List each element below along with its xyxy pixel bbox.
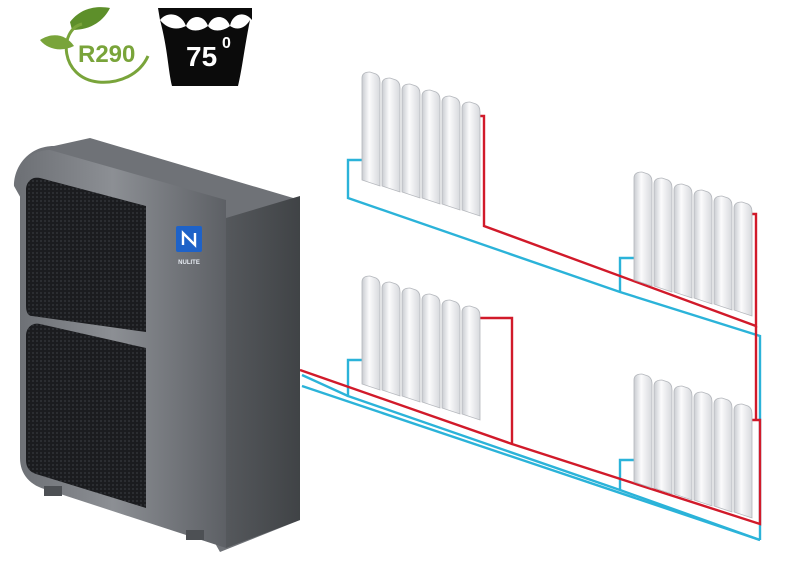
heat-pump-side (226, 196, 300, 548)
radiator (361, 71, 481, 217)
foot-left (44, 486, 62, 496)
radiator-section (381, 77, 401, 193)
radiator-section (421, 293, 441, 409)
foot-right (186, 530, 204, 540)
refrigerant-badge: R290 (40, 7, 150, 84)
radiator-section (421, 89, 441, 205)
radiators (361, 71, 753, 519)
radiator-section (693, 391, 713, 507)
radiator-section (733, 201, 753, 317)
water-temperature-badge: 75 0 (158, 8, 252, 86)
radiator-section (653, 177, 673, 293)
radiator-section (633, 373, 653, 489)
brand-logo: NULITE (176, 226, 202, 266)
heat-pump-unit: NULITE (14, 138, 300, 552)
radiator-section (733, 403, 753, 519)
temperature-value: 75 (186, 41, 217, 72)
return-pipes (301, 158, 762, 542)
radiator-section (461, 305, 481, 421)
radiator-section (633, 171, 653, 287)
radiator (633, 373, 753, 519)
temperature-unit: 0 (222, 35, 231, 52)
radiator-section (653, 379, 673, 495)
supply-pipes (299, 114, 762, 526)
radiator-section (361, 71, 381, 187)
radiator (361, 275, 481, 421)
radiator-section (713, 397, 733, 513)
radiator-section (673, 385, 693, 501)
radiator-section (401, 287, 421, 403)
fan-grille-top (26, 177, 146, 332)
radiator-section (693, 189, 713, 305)
radiator-section (381, 281, 401, 397)
radiator-section (361, 275, 381, 391)
brand-name: NULITE (178, 260, 200, 266)
radiator-section (713, 195, 733, 311)
radiator-section (461, 101, 481, 217)
water-temperature-icon (158, 8, 252, 86)
radiator (633, 171, 753, 317)
radiator-section (401, 83, 421, 199)
radiator-section (673, 183, 693, 299)
radiator-section (441, 299, 461, 415)
refrigerant-label: R290 (78, 41, 135, 68)
radiator-section (441, 95, 461, 211)
fan-grille-bottom (26, 323, 146, 508)
